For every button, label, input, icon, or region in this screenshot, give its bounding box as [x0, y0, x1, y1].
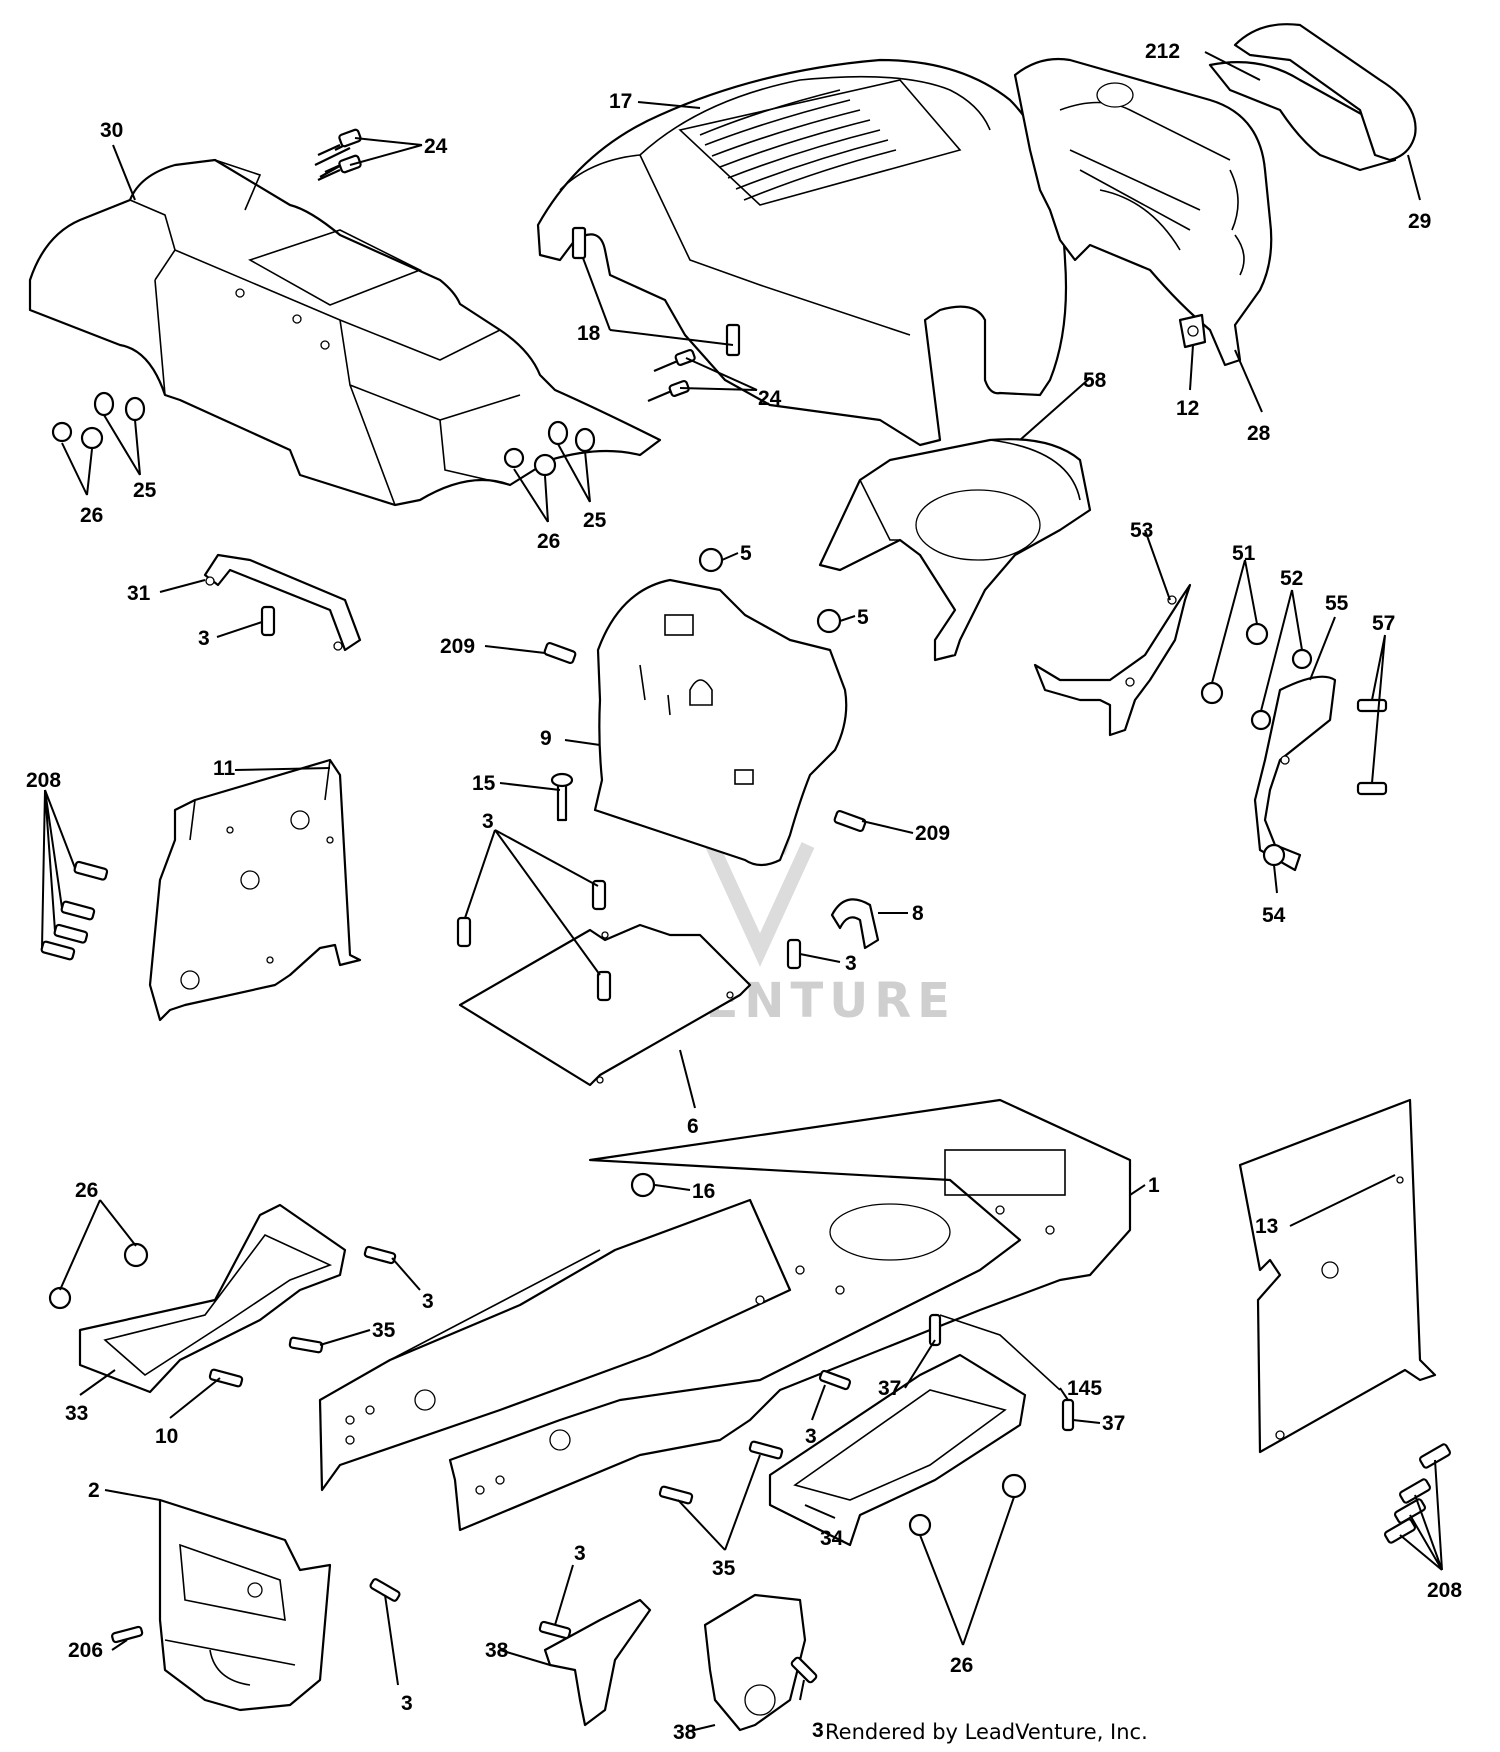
part-38-bracket-b [703, 1593, 807, 1732]
callout-58: 58 [1083, 369, 1107, 392]
callout-26: 26 [80, 504, 103, 527]
callout-5: 5 [740, 542, 752, 565]
callout-16: 16 [692, 1180, 715, 1203]
part-33-footrest [78, 1203, 347, 1394]
callout-11: 11 [213, 757, 236, 780]
callout-3-c: 3 [845, 952, 857, 975]
callout-38: 38 [485, 1639, 509, 1662]
callout-3-d: 3 [422, 1290, 434, 1313]
part-13-side-panel [1238, 1098, 1437, 1454]
callout-13: 13 [1255, 1215, 1278, 1238]
callout-3-b: 3 [482, 810, 494, 833]
part-53-bracket [1033, 583, 1192, 737]
callout-145: 145 [1067, 1377, 1102, 1400]
callout-24: 24 [424, 135, 448, 158]
hardware [40, 128, 1451, 1684]
callout-9: 9 [540, 727, 552, 750]
part-29-headlight [1233, 23, 1417, 162]
part-17-hood [536, 58, 1068, 447]
callout-26-b: 26 [537, 530, 560, 553]
part-31-bracket [203, 553, 362, 652]
callout-30: 30 [100, 119, 123, 142]
callout-54: 54 [1262, 904, 1286, 927]
callout-212: 212 [1145, 40, 1180, 63]
callout-3-f: 3 [574, 1542, 586, 1565]
part-55-bracket [1253, 675, 1337, 872]
callout-38-b: 38 [673, 1721, 697, 1744]
callout-28: 28 [1247, 422, 1271, 445]
part-58-shroud [818, 438, 1092, 662]
callout-6: 6 [687, 1115, 699, 1138]
callout-3-g: 3 [401, 1692, 413, 1715]
callout-3-h: 3 [812, 1719, 824, 1742]
callout-35: 35 [372, 1319, 396, 1342]
callout-25: 25 [133, 479, 157, 502]
callout-37: 37 [878, 1377, 901, 1400]
callout-1: 1 [1148, 1174, 1160, 1197]
callout-3-e: 3 [805, 1425, 817, 1448]
callout-2: 2 [88, 1479, 100, 1502]
part-34-footrest [768, 1353, 1027, 1547]
callout-209: 209 [440, 635, 475, 658]
rendered-by-credit: Rendered by LeadVenture, Inc. [825, 1720, 1148, 1744]
callout-208: 208 [26, 769, 61, 792]
hood-vents [699, 89, 897, 201]
callout-209-b: 209 [915, 822, 950, 845]
part-6-floor-plate [458, 923, 752, 1087]
callout-24-b: 24 [758, 387, 782, 410]
part-2-battery-box [158, 1498, 332, 1712]
part-212-lens [1208, 61, 1397, 172]
leader-lines [41, 51, 1443, 1732]
part-1-main-frame [318, 1098, 1132, 1532]
callout-31: 31 [127, 582, 151, 605]
callout-25-b: 25 [583, 509, 607, 532]
callout-labels: 30 24 17 212 29 18 24 12 58 28 25 26 25 … [26, 40, 1462, 1744]
callout-5-b: 5 [857, 606, 869, 629]
callout-10: 10 [155, 1425, 178, 1448]
part-30-fender [28, 158, 662, 507]
callout-26-c: 26 [75, 1179, 98, 1202]
callout-34: 34 [820, 1527, 844, 1550]
part-12-clip [1178, 313, 1207, 349]
callout-52: 52 [1280, 567, 1303, 590]
callout-17: 17 [609, 90, 632, 113]
callout-3: 3 [198, 627, 210, 650]
callout-33: 33 [65, 1402, 88, 1425]
callout-55: 55 [1325, 592, 1349, 615]
callout-26-d: 26 [950, 1654, 973, 1677]
callout-206: 206 [68, 1639, 103, 1662]
part-38-bracket-a [543, 1598, 652, 1727]
callout-37-b: 37 [1102, 1412, 1125, 1435]
callout-53: 53 [1130, 519, 1153, 542]
callout-29: 29 [1408, 210, 1431, 233]
part-9-dash-panel [593, 578, 848, 867]
callout-51: 51 [1232, 542, 1256, 565]
callout-18: 18 [577, 322, 601, 345]
part-11-side-panel [148, 758, 362, 1022]
frame-holes [345, 1205, 1055, 1495]
callout-208-b: 208 [1427, 1579, 1462, 1602]
callout-12: 12 [1176, 397, 1199, 420]
callout-8: 8 [912, 902, 924, 925]
callout-57: 57 [1372, 612, 1395, 635]
callout-35-b: 35 [712, 1557, 736, 1580]
part-28-grille [1013, 57, 1273, 367]
callout-15: 15 [472, 772, 496, 795]
